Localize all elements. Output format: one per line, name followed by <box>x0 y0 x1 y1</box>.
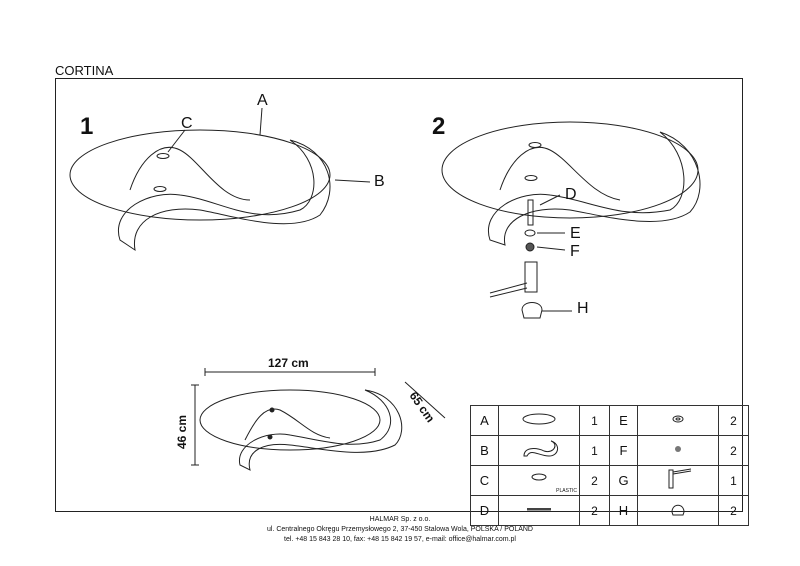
part-qty: 1 <box>718 465 749 496</box>
footer: HALMAR Sp. z o.o. ul. Centralnego Okręgu… <box>0 515 800 545</box>
hex-key-icon <box>637 465 719 496</box>
part-letter: G <box>609 465 638 496</box>
plastic-note: PLASTIC <box>556 488 577 494</box>
part-letter: F <box>609 435 638 466</box>
step-number-1: 1 <box>80 113 94 140</box>
label-a: A <box>257 92 268 109</box>
document-title: CORTINA <box>55 63 114 78</box>
cap-nut-icon <box>637 495 719 526</box>
dimension-height: 46 cm <box>175 414 190 450</box>
table-row: A 1 E 2 <box>470 405 749 436</box>
label-d: D <box>565 186 577 203</box>
part-letter: A <box>470 405 499 436</box>
part-letter: B <box>470 435 499 466</box>
label-f: F <box>570 243 580 260</box>
label-e: E <box>570 225 581 242</box>
step1-drawing <box>69 107 371 252</box>
table-row: B 1 F 2 <box>470 435 749 466</box>
table-row: D 2 H 2 <box>470 495 749 526</box>
part-letter: D <box>470 495 499 526</box>
part-qty: 2 <box>718 495 749 526</box>
part-letter: C <box>470 465 499 496</box>
footer-address: ul. Centralnego Okręgu Przemysłowego 2, … <box>266 526 533 533</box>
table-row: C PLASTIC 2 G 1 <box>470 465 749 496</box>
part-qty: 2 <box>718 405 749 436</box>
label-c: C <box>181 115 193 132</box>
footer-company: HALMAR Sp. z o.o. <box>369 516 431 523</box>
part-qty: 1 <box>579 435 610 466</box>
base-icon <box>498 435 580 466</box>
label-h: H <box>577 300 589 317</box>
label-b: B <box>374 173 385 190</box>
bolt-icon <box>498 495 580 526</box>
part-qty: 1 <box>579 405 610 436</box>
parts-table: A 1 E 2 B 1 F 2 C PLASTIC 2 G 1 D 2 H 2 <box>470 405 749 526</box>
step2-drawing <box>441 121 701 319</box>
step-number-2: 2 <box>432 113 446 140</box>
washer-icon <box>637 405 719 436</box>
part-qty: 2 <box>579 465 610 496</box>
nut-icon <box>637 435 719 466</box>
part-qty: 2 <box>718 435 749 466</box>
footer-contact: tel. +48 15 843 28 10, fax: +48 15 842 1… <box>284 536 516 543</box>
dimensions-drawing <box>191 368 446 471</box>
glass-top-icon <box>498 405 580 436</box>
instruction-frame <box>55 78 743 512</box>
part-letter: H <box>609 495 638 526</box>
part-letter: E <box>609 405 638 436</box>
plastic-pad-icon: PLASTIC <box>498 465 580 496</box>
dimension-width: 127 cm <box>268 356 309 370</box>
